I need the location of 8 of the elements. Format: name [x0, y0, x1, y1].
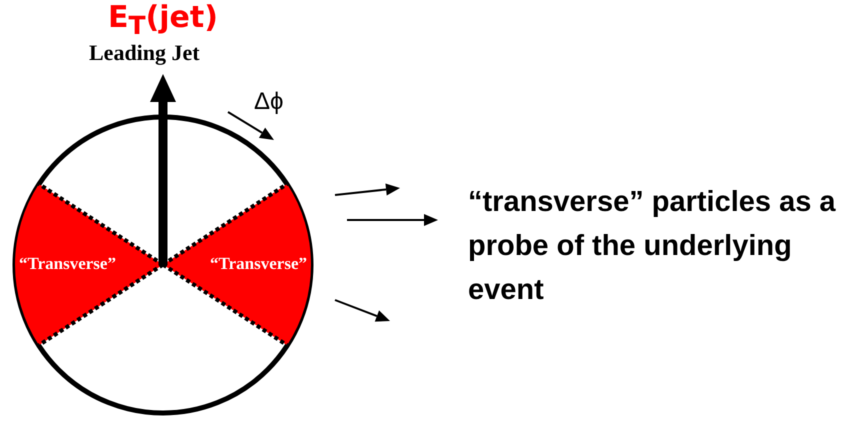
- description-text: “transverse” particles as a probe of the underlying event: [468, 185, 837, 308]
- transverse-sector: [15, 184, 163, 346]
- delta-phi-label: Δϕ: [254, 88, 284, 116]
- transverse-sector: [163, 184, 311, 346]
- leading-jet-label: Leading Jet: [89, 40, 200, 66]
- sector-label: “Transverse”: [19, 254, 116, 274]
- sector-label: “Transverse”: [210, 254, 307, 274]
- jet-energy-label: E$_{T}$(jet): [108, 0, 218, 40]
